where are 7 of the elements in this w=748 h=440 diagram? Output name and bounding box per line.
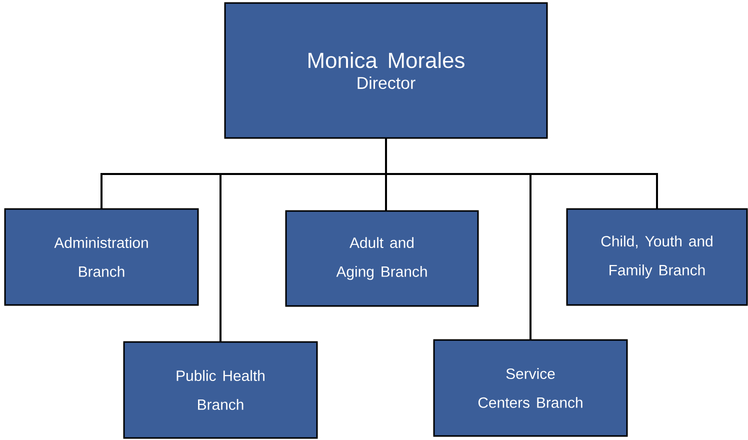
- director-box: Monica Morales Director: [224, 2, 548, 139]
- connector-line: [385, 138, 658, 209]
- branch-box: Adult and Aging Branch: [285, 210, 479, 307]
- branch-box: Administration Branch: [4, 208, 199, 306]
- branch-box: Service Centers Branch: [433, 339, 628, 437]
- branch-box: Public Health Branch: [123, 341, 318, 439]
- branch-box: Child, Youth and Family Branch: [566, 208, 748, 306]
